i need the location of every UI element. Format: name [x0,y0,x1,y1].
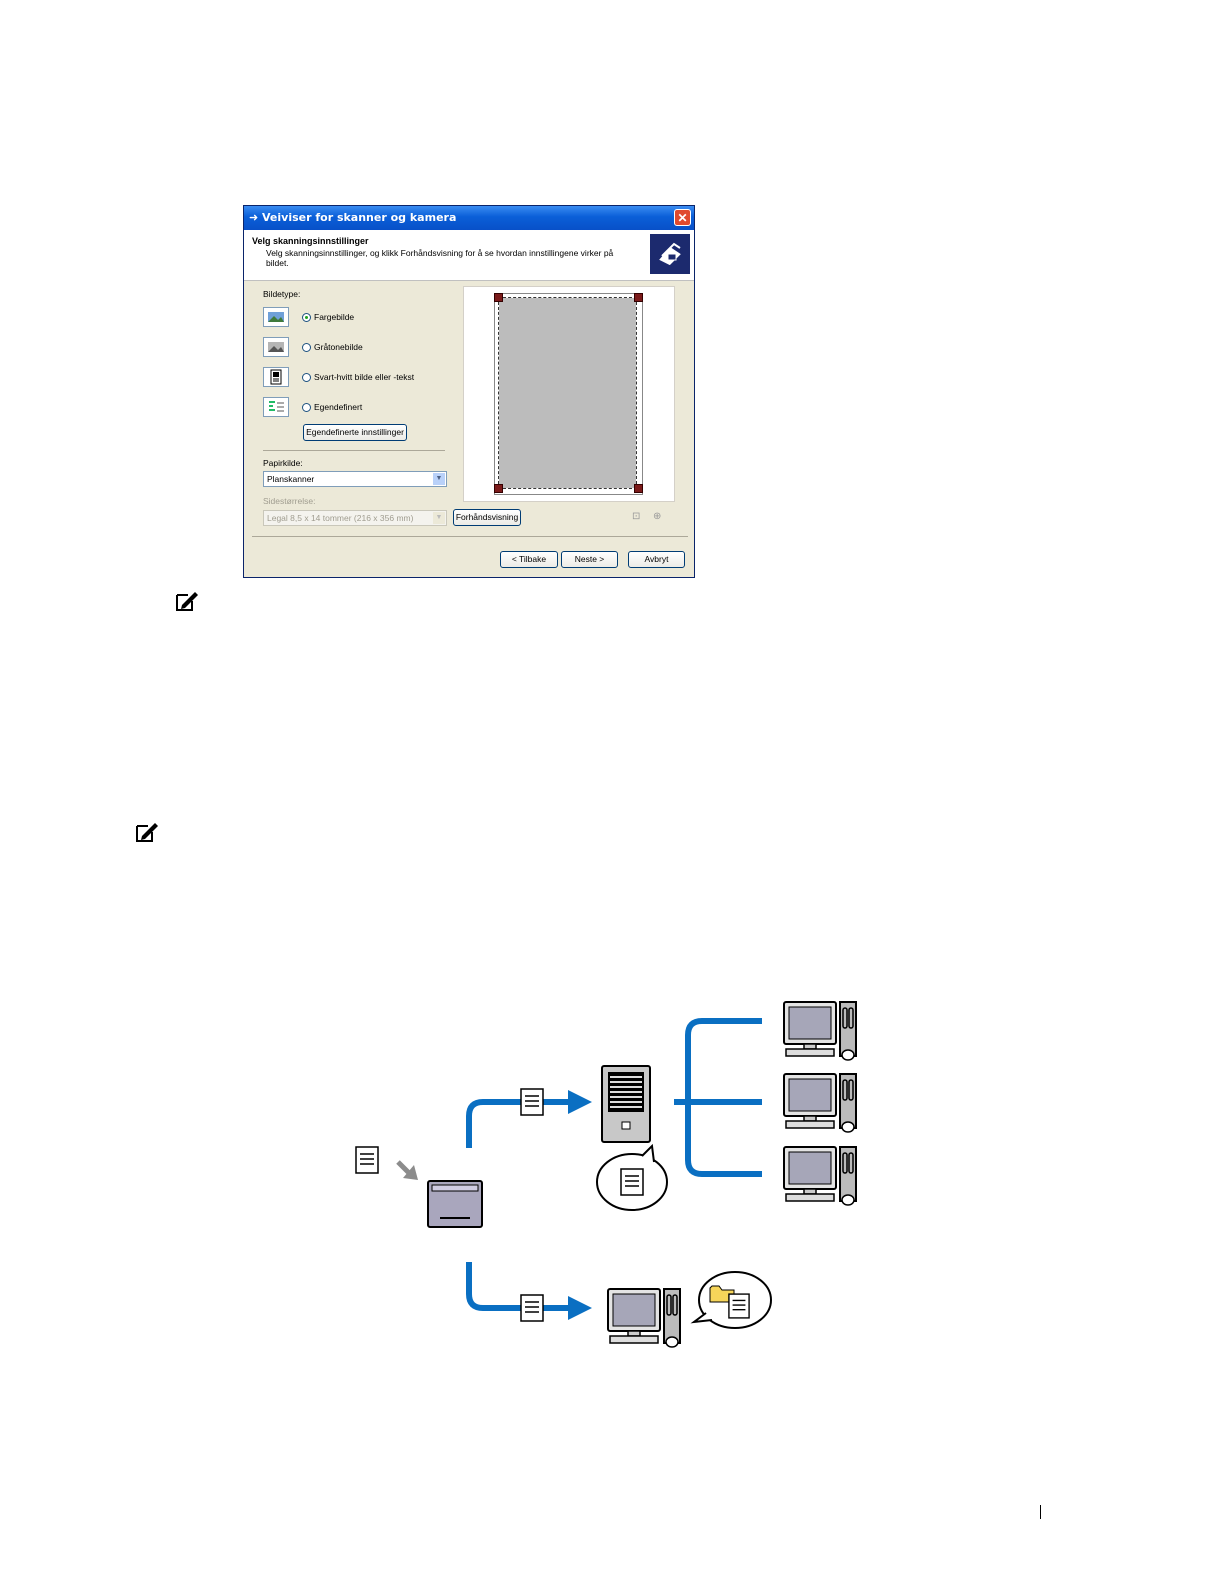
route-to-computer [466,1262,572,1311]
header-panel: Velg skanningsinnstillinger Velg skannin… [244,230,694,281]
local-computer-icon [607,1288,681,1348]
color-picture-radio[interactable] [302,313,311,322]
chevron-down-icon[interactable]: ▼ [433,473,445,485]
scanner-wizard-icon [650,234,690,274]
paper-source-label: Papirkilde: [263,458,303,468]
grayscale-picture-icon [263,337,289,357]
route-to-server [466,1099,572,1148]
custom-picture-icon [263,397,289,417]
folder-document-bubble [690,1271,772,1329]
button-separator [252,536,688,537]
header-subtitle: Velg skanningsinnstillinger, og klikk Fo… [266,248,614,268]
custom-settings-button[interactable]: Egendefinerte innstillinger [303,424,407,441]
black-white-picture-label[interactable]: Svart-hvitt bilde eller -tekst [314,372,415,382]
scan-to-network-diagram [355,1001,857,1348]
chevron-down-icon[interactable]: ▼ [433,512,445,524]
scanner-wizard-dialog: ➜ Veiviser for skanner og kamera ✕ Velg … [243,205,695,578]
preview-button[interactable]: Forhåndsvisning [453,509,521,526]
client-bus [685,1018,762,1177]
crop-handle-top-left[interactable] [494,293,503,302]
crop-handle-top-right[interactable] [634,293,643,302]
divider [263,450,445,451]
client-computer-icon [783,1146,857,1206]
client-computer-icon [783,1001,857,1061]
scan-preview-area[interactable] [463,286,675,502]
color-picture-icon [263,307,289,327]
header-title: Velg skanningsinnstillinger [252,236,369,246]
black-white-picture-radio[interactable] [302,373,311,382]
server-icon [601,1065,651,1143]
color-picture-label[interactable]: Fargebilde [314,312,355,322]
page-size-select[interactable]: Legal 8,5 x 14 tommer (216 x 356 mm) ▼ [263,510,447,526]
note-pencil-icon [176,592,198,611]
feed-arrow-head [403,1165,418,1180]
crop-handle-bottom-right[interactable] [634,484,643,493]
title-bar: ➜ Veiviser for skanner og kamera ✕ [244,206,694,230]
custom-picture-radio[interactable] [302,403,311,412]
document-icon [520,1088,544,1116]
cancel-button[interactable]: Avbryt [628,551,685,568]
back-button[interactable]: < Tilbake [500,551,558,568]
document-icon [355,1146,379,1174]
printer-icon [427,1180,483,1228]
feed-arrow [396,1160,412,1176]
grayscale-picture-radio[interactable] [302,343,311,352]
arrow-head [568,1296,592,1320]
dialog-title: Veiviser for skanner og kamera [262,211,457,224]
server-document-bubble [596,1143,668,1211]
page-size-value: Legal 8,5 x 14 tommer (216 x 356 mm) [267,513,414,523]
paper-source-select[interactable]: Planskanner ▼ [263,471,447,487]
paper-source-value: Planskanner [267,474,315,484]
crop-handle-bottom-left[interactable] [494,484,503,493]
black-white-picture-icon [263,367,289,387]
note-pencil-icon [136,823,158,842]
scan-region[interactable] [498,297,637,489]
picture-type-label: Bildetype: [263,289,301,299]
reset-preview-icon[interactable]: ⊕ [653,511,662,522]
grayscale-picture-label[interactable]: Gråtonebilde [314,342,363,352]
arrow-head [568,1090,592,1114]
scanner-app-icon: ➜ [249,212,259,224]
client-computer-icon [783,1073,857,1133]
close-button[interactable]: ✕ [674,209,691,226]
next-button[interactable]: Neste > [561,551,618,568]
page-size-label: Sidestørrelse: [263,496,316,506]
custom-picture-label[interactable]: Egendefinert [314,402,363,412]
fit-to-selection-icon[interactable]: ⊡ [632,511,641,522]
page-number-divider [1040,1505,1041,1519]
document-icon [520,1294,544,1322]
